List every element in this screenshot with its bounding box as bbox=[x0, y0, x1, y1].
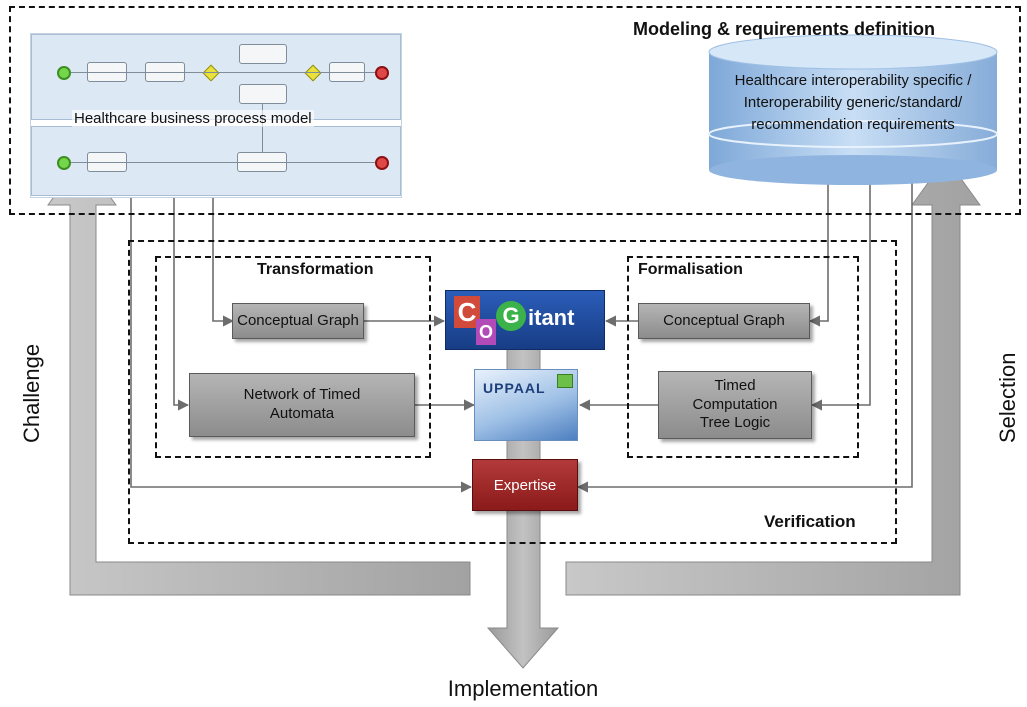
requirements-line-1: Healthcare interoperability specific / bbox=[734, 72, 972, 89]
bpmn-task-3 bbox=[239, 44, 287, 64]
expertise-label: Expertise bbox=[493, 476, 557, 494]
bpmn-flow-bottom bbox=[71, 162, 375, 163]
uppaal-logo: UPPAAL bbox=[474, 369, 578, 441]
expertise-box: Expertise bbox=[472, 459, 578, 511]
bpmn-end-event-top bbox=[375, 66, 389, 80]
challenge-label: Challenge bbox=[19, 343, 44, 443]
requirements-text: Healthcare interoperability specific / I… bbox=[712, 70, 994, 135]
requirements-line-3: recommendation requirements bbox=[751, 115, 955, 133]
requirements-database bbox=[708, 34, 998, 185]
db-to-cg-connector bbox=[808, 182, 829, 327]
tctl-box: Timed Computation Tree Logic bbox=[658, 371, 812, 439]
nta-line-1: Network of Timed bbox=[243, 386, 361, 404]
tctl-line-1: Timed bbox=[714, 376, 756, 394]
selection-label: Selection bbox=[995, 352, 1020, 443]
formalisation-region bbox=[627, 256, 859, 458]
cogitant-logo: C O G itant bbox=[445, 290, 605, 350]
uppaal-logo-badge bbox=[557, 374, 573, 388]
bpm-caption: Healthcare business process model bbox=[72, 110, 314, 127]
bpmn-end-event-bottom bbox=[375, 156, 389, 170]
db-to-expertise-connector bbox=[576, 182, 913, 493]
modeling-title: Modeling & requirements definition bbox=[633, 19, 936, 39]
implementation-label: Implementation bbox=[447, 676, 599, 701]
modeling-region bbox=[9, 6, 1021, 215]
transformation-label: Transformation bbox=[257, 261, 374, 278]
bpm-to-cg-connector bbox=[212, 196, 235, 327]
verification-region bbox=[128, 240, 897, 544]
cogitant-logo-o: O bbox=[476, 319, 496, 345]
nta-line-2: Automata bbox=[269, 405, 335, 422]
conceptual-graph-formalisation-label: Conceptual Graph bbox=[663, 311, 785, 329]
verification-label: Verification bbox=[764, 512, 856, 531]
bpmn-start-event-bottom bbox=[57, 156, 71, 170]
challenge-arrow bbox=[47, 157, 471, 596]
requirements-line-2: Interoperability generic/standard/ bbox=[743, 93, 963, 111]
conceptual-graph-transformation-label: Conceptual Graph bbox=[237, 311, 359, 329]
uppaal-logo-text: UPPAAL bbox=[483, 380, 546, 396]
tctl-line-3: Tree Logic bbox=[699, 414, 771, 432]
bpm-to-expertise-connector bbox=[130, 196, 473, 493]
cogitant-logo-rest: itant bbox=[528, 305, 575, 330]
conceptual-graph-formalisation-box: Conceptual Graph bbox=[638, 303, 810, 339]
transformation-region bbox=[155, 256, 431, 458]
formalisation-label: Formalisation bbox=[638, 261, 743, 278]
tctl-line-2: Computation bbox=[692, 395, 778, 413]
nta-box: Network of Timed Automata bbox=[189, 373, 415, 437]
conceptual-graph-transformation-box: Conceptual Graph bbox=[232, 303, 364, 339]
bpmn-start-event-top bbox=[57, 66, 71, 80]
db-to-tctl-connector bbox=[810, 182, 871, 411]
cogitant-logo-c: C bbox=[454, 296, 480, 328]
bpmn-lane-bottom bbox=[31, 126, 401, 196]
connectors bbox=[130, 182, 913, 493]
bpmn-task-4 bbox=[239, 84, 287, 104]
bpmn-flow-vertical bbox=[262, 104, 263, 152]
bpmn-flow-top bbox=[71, 72, 375, 73]
bpm-to-nta-connector bbox=[173, 196, 190, 411]
cogitant-logo-g: G bbox=[496, 301, 526, 331]
